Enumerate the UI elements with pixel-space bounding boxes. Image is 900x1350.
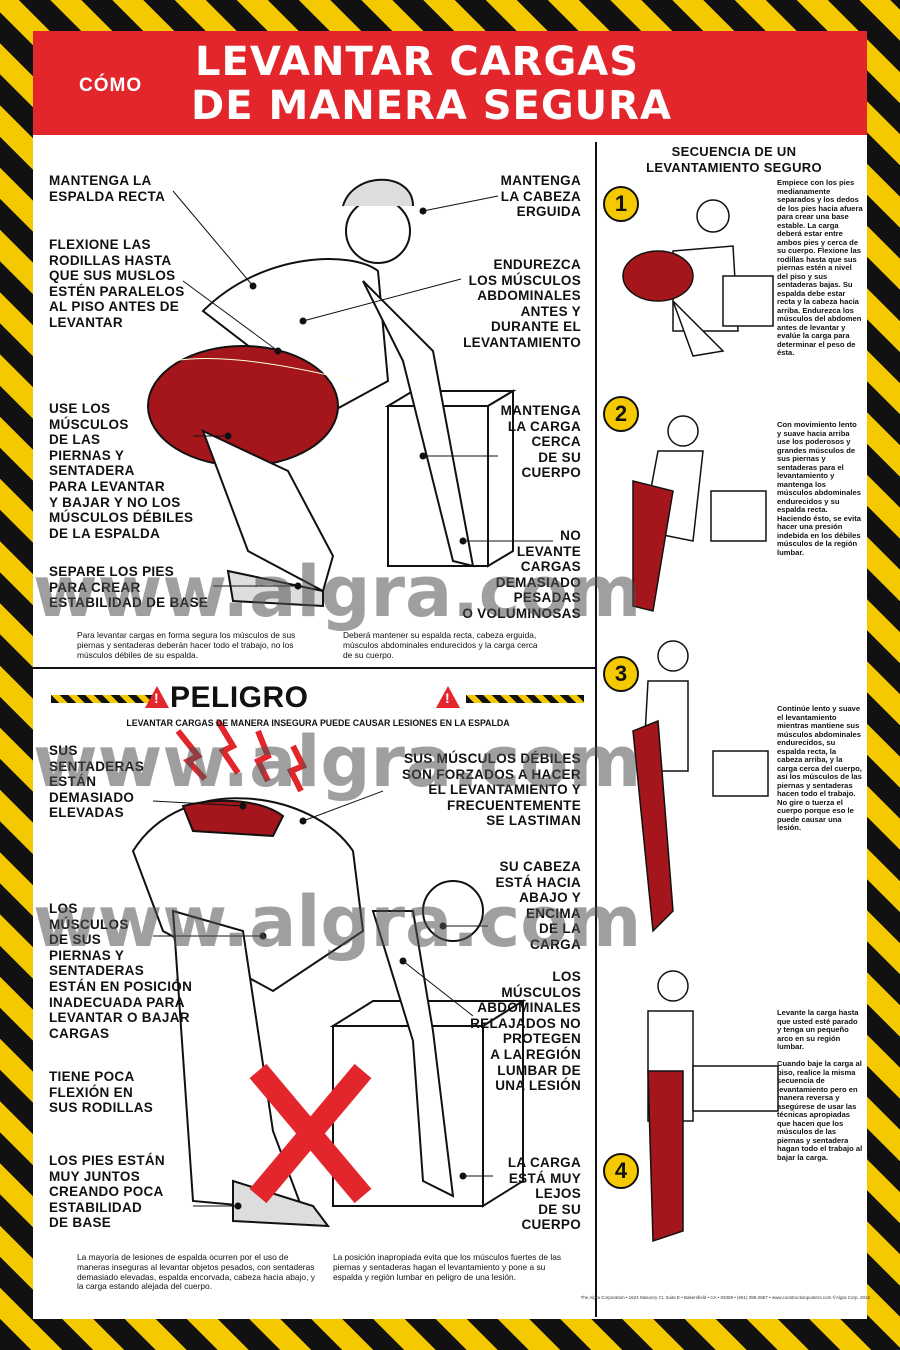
pain-bolt-2 — [215, 719, 241, 775]
step-2-text: Con movimiento lento y suave hacia arrib… — [777, 420, 861, 557]
sequence-figures — [622, 199, 779, 1243]
label-not-too-heavy: NO LEVANTE CARGAS DEMASIADO PESADAS O VO… — [462, 528, 581, 621]
leader-lines — [152, 190, 553, 1210]
title-line-2: DE MANERA SEGURA — [191, 83, 672, 129]
pain-bolt-4 — [286, 744, 308, 793]
watermark-middle: www.algra.com — [33, 721, 642, 803]
danger-note-right: La posición inapropiada evita que los mú… — [333, 1252, 562, 1282]
section-divider — [33, 667, 595, 669]
pain-bolt-3 — [253, 729, 272, 783]
hazard-stripe-left — [51, 695, 156, 703]
label-load-close: MANTENGA LA CARGA CERCA DE SU CUERPO — [500, 403, 581, 481]
label-relaxed-abs: LOS MÚSCULOS ABDOMINALES RELAJADOS NO PR… — [470, 969, 581, 1094]
safe-shoe — [226, 569, 324, 608]
poster-body: CÓMO LEVANTAR CARGAS DE MANERA SEGURA — [33, 31, 867, 1319]
title-banner: CÓMO LEVANTAR CARGAS DE MANERA SEGURA — [33, 31, 867, 135]
peligro-title: PELIGRO — [170, 681, 309, 714]
step-4-figure — [647, 970, 779, 1243]
hazard-stripe-right — [466, 695, 584, 703]
safe-leg — [201, 429, 335, 593]
safe-note-left: Para levantar cargas en forma segura los… — [77, 630, 296, 660]
warning-icon-right: ! — [436, 686, 460, 708]
label-bend-knees: FLEXIONE LAS RODILLAS HASTA QUE SUS MUSL… — [49, 237, 185, 330]
step-1-text: Empiece con los pies medianamente separa… — [777, 178, 863, 357]
label-head-down: SU CABEZA ESTÁ HACIA ABAJO Y ENCIMA DE L… — [495, 859, 581, 952]
label-separate-feet: SEPARE LOS PIES PARA CREAR ESTABILIDAD D… — [49, 564, 209, 611]
safe-note-right: Deberá mantener su espalda recta, cabeza… — [343, 630, 538, 660]
watermark-top: www.algra.com — [33, 551, 642, 633]
title-line-1: LEVANTAR CARGAS — [195, 39, 640, 85]
warning-icon-left: ! — [145, 686, 169, 708]
column-divider — [595, 142, 597, 1317]
step-4-number: 4 — [603, 1153, 639, 1189]
step-4-text: Levante la carga hasta que usted esté pa… — [777, 1008, 863, 1162]
label-muscles-wrong-position: LOS MÚSCULOS DE SUS PIERNAS Y SENTADERAS… — [49, 901, 193, 1041]
footer-credits: The Algra Corporation • 1624 Masonry Ct.… — [580, 1295, 870, 1300]
step-3-number: 3 — [603, 656, 639, 692]
label-keep-back-straight: MANTENGA LA ESPALDA RECTA — [49, 173, 166, 204]
label-tighten-abs: ENDUREZCA LOS MÚSCULOS ABDOMINALES ANTES… — [463, 257, 581, 350]
label-feet-too-close: LOS PIES ESTÁN MUY JUNTOS CREANDO POCA E… — [49, 1153, 165, 1231]
danger-note-left: La mayoría de lesiones de espalda ocurre… — [77, 1252, 315, 1292]
label-weak-muscles: SUS MÚSCULOS DÉBILES SON FORZADOS A HACE… — [401, 751, 581, 829]
label-load-far: LA CARGA ESTÁ MUY LEJOS DE SU CUERPO — [507, 1155, 581, 1233]
label-glutes-too-high: SUS SENTADERAS ESTÁN DEMASIADO ELEVADAS — [49, 743, 145, 821]
step-1-number: 1 — [603, 186, 639, 222]
step-3-text: Continúe lento y suave el levantamiento … — [777, 704, 862, 832]
title-prefix: CÓMO — [79, 75, 143, 96]
sequence-title: SECUENCIA DE UN LEVANTAMIENTO SEGURO — [646, 144, 822, 175]
watermark-bottom: www.algra.com — [33, 881, 642, 963]
step-1-figure — [622, 199, 774, 357]
danger-lower-back — [181, 799, 285, 838]
safe-head — [345, 198, 411, 264]
danger-x-mark — [249, 1063, 372, 1204]
safe-box-side — [487, 389, 514, 568]
illustrations — [131, 178, 779, 1243]
step-2-figure — [632, 415, 767, 612]
label-little-knee-bend: TIENE POCA FLEXIÓN EN SUS RODILLAS — [49, 1069, 154, 1116]
danger-lift-figure — [131, 719, 527, 1228]
safe-arm — [362, 280, 475, 568]
label-use-leg-muscles: USE LOS MÚSCULOS DE LAS PIERNAS Y SENTAD… — [49, 401, 194, 541]
label-head-up: MANTENGA LA CABEZA ERGUIDA — [500, 173, 581, 220]
peligro-subtitle: LEVANTAR CARGAS DE MANERA INSEGURA PUEDE… — [126, 718, 510, 728]
danger-arm — [371, 910, 455, 1198]
step-3-figure — [632, 640, 769, 933]
step-2-number: 2 — [603, 396, 639, 432]
danger-box-side — [482, 999, 524, 1208]
safe-torso — [201, 258, 390, 413]
pain-bolt-1 — [175, 729, 208, 782]
